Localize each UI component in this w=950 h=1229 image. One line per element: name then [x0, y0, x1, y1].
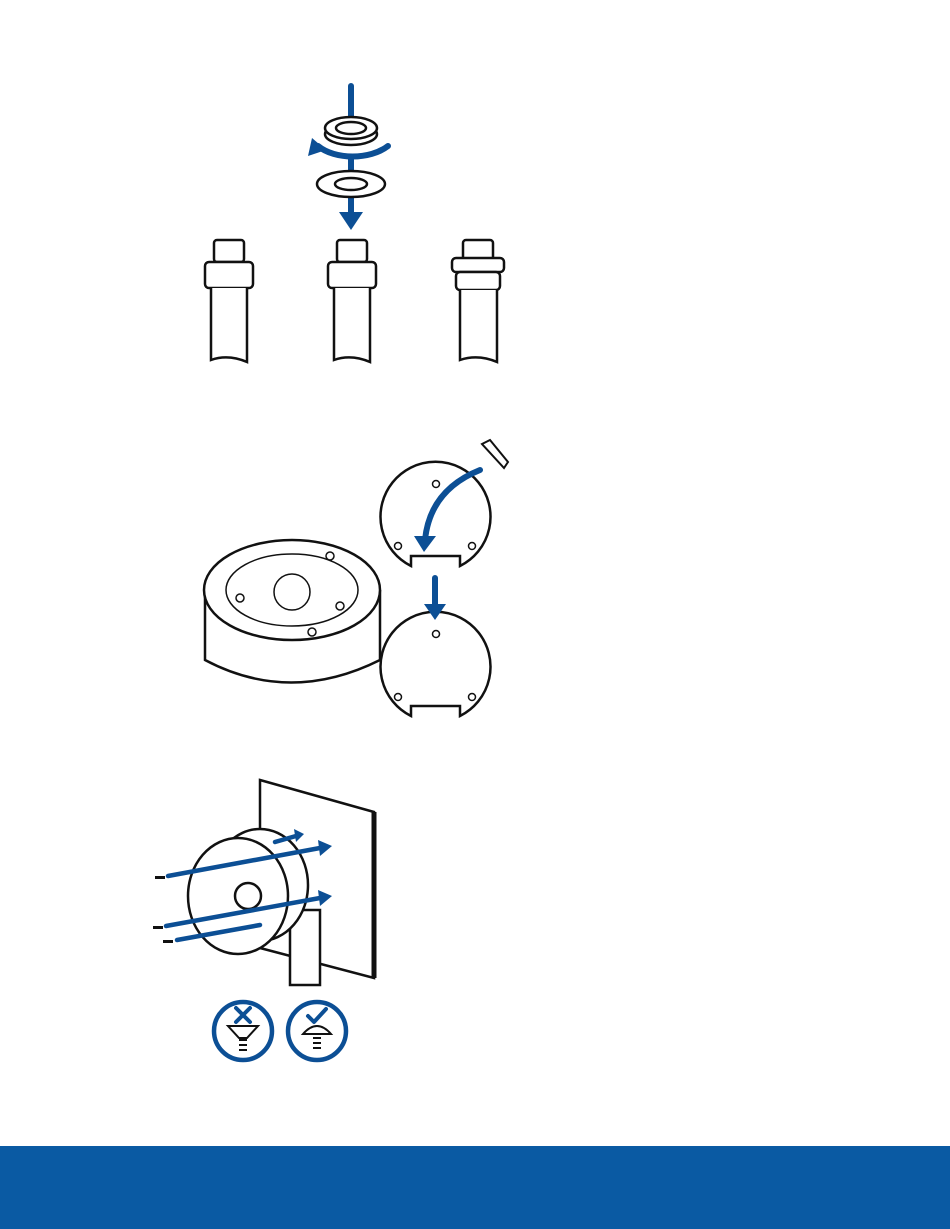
mounting-template-cut-icon — [380, 612, 490, 716]
wall-mount-illustration — [145, 770, 395, 1070]
pencil-icon — [482, 440, 508, 468]
conduit-fitting-icon — [205, 240, 504, 362]
conduit-fittings-illustration — [180, 80, 540, 380]
footer-bar — [0, 1146, 950, 1229]
pan-head-screw-correct-icon — [288, 1002, 346, 1060]
countersunk-screw-wrong-icon — [214, 1002, 272, 1060]
mounting-template-icon — [380, 462, 490, 566]
screw-icon — [153, 876, 173, 943]
gasket-icon — [317, 171, 385, 197]
backbox-template-illustration — [190, 430, 530, 750]
lock-nut-icon — [325, 117, 377, 145]
backbox-icon — [204, 540, 380, 683]
